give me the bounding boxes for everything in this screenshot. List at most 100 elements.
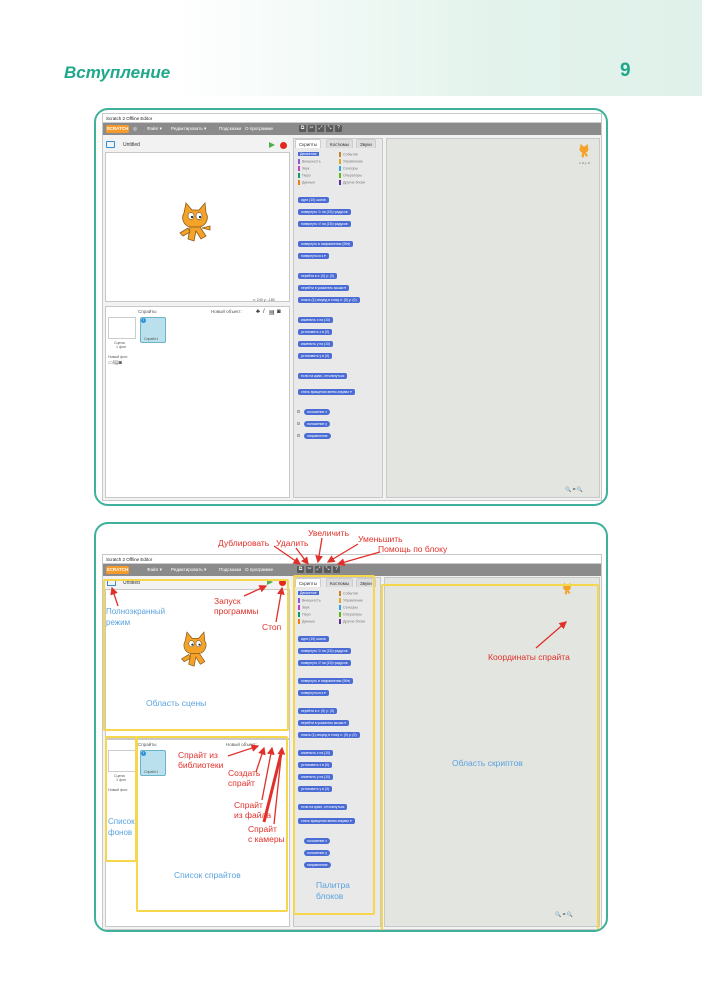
category-more-blocks[interactable]: Другие блоки: [339, 180, 365, 185]
reporter-y[interactable]: положение y: [304, 421, 330, 427]
category-operators[interactable]: Операторы: [339, 173, 362, 178]
reporter-x-2[interactable]: положение x: [304, 838, 330, 844]
help-icon[interactable]: ?: [335, 125, 342, 132]
tab-scripts[interactable]: Скрипты: [295, 139, 321, 148]
menu-about[interactable]: О программе: [245, 126, 274, 131]
menu-about-2[interactable]: О программе: [245, 567, 274, 572]
block-change-y-2[interactable]: изменить y на (10): [298, 774, 334, 780]
block-set-x[interactable]: установить x в (0): [298, 329, 332, 335]
project-name[interactable]: Untitled: [123, 142, 140, 148]
scripts-area-2[interactable]: 🔍 = 🔍: [384, 577, 600, 927]
upload-sprite-icon[interactable]: ▤: [269, 310, 275, 316]
category-operators-2[interactable]: Операторы: [339, 612, 362, 617]
block-go-to-xy[interactable]: перейти в x: (0) y: (0): [298, 273, 337, 279]
duplicate-icon[interactable]: ⧉: [299, 125, 306, 132]
block-change-y[interactable]: изменить y на (10): [298, 341, 334, 347]
category-events-2[interactable]: События: [339, 591, 358, 596]
green-flag-icon-2[interactable]: [267, 579, 273, 585]
info-icon-2[interactable]: i: [141, 751, 146, 756]
paint-sprite-icon[interactable]: /: [263, 309, 265, 315]
checkbox-x[interactable]: [297, 410, 300, 413]
block-change-x[interactable]: изменить x на (10): [298, 317, 334, 323]
block-set-x-2[interactable]: установить x в (0): [298, 762, 332, 768]
block-move-2[interactable]: идти (10) шагов: [298, 636, 329, 642]
checkbox-y[interactable]: [297, 422, 300, 425]
block-set-y[interactable]: установить y в (0): [298, 353, 332, 359]
category-motion-2[interactable]: Движение: [298, 591, 319, 595]
tab-sounds[interactable]: Звуки: [356, 139, 376, 148]
menu-tips[interactable]: Подсказки: [219, 126, 242, 131]
stop-icon-2[interactable]: [279, 579, 286, 586]
fullscreen-icon[interactable]: [106, 141, 115, 148]
block-rotation-style-2[interactable]: стиль вращения влево-вправо ▾: [298, 818, 355, 824]
reporter-y-2[interactable]: положение y: [304, 850, 330, 856]
block-turn-left[interactable]: повернуть ↺ на (15) градусов: [298, 221, 351, 227]
tab-costumes[interactable]: Костюмы: [326, 139, 354, 148]
block-turn-right-2[interactable]: повернуть ↻ на (15) градусов: [298, 648, 351, 654]
block-point-towards-2[interactable]: повернуться к ▾: [298, 690, 329, 696]
menu-tips-2[interactable]: Подсказки: [219, 567, 242, 572]
backdrop-icons[interactable]: ▭/▤◙: [108, 360, 122, 366]
block-go-to-2[interactable]: перейти в указатель мыши ▾: [298, 720, 349, 726]
stage-2[interactable]: [105, 589, 290, 739]
shrink-icon-2[interactable]: ⤡: [324, 566, 331, 573]
reporter-x[interactable]: положение x: [304, 409, 330, 415]
stop-icon[interactable]: [280, 142, 287, 149]
camera-sprite-icon[interactable]: ◙: [277, 309, 281, 315]
category-looks-2[interactable]: Внешность: [298, 598, 321, 603]
block-point-direction[interactable]: повернуть в направлении (90▾): [298, 241, 354, 247]
menu-file-2[interactable]: Файл ▾: [147, 567, 162, 572]
category-sensing-2[interactable]: Сенсоры: [339, 605, 358, 610]
block-rotation-style[interactable]: стиль вращения влево-вправо ▾: [298, 389, 355, 395]
zoom-controls[interactable]: 🔍 = 🔍: [565, 487, 584, 493]
delete-icon-2[interactable]: ✂: [306, 566, 313, 573]
block-point-towards[interactable]: повернуться к ▾: [298, 253, 329, 259]
project-name-2[interactable]: Untitled: [123, 580, 140, 586]
globe-icon[interactable]: ◎: [133, 126, 138, 131]
block-glide[interactable]: плыть (1) секунд в точку x: (0) y: (0): [298, 297, 360, 303]
category-looks[interactable]: Внешность: [298, 159, 321, 164]
category-pen-2[interactable]: Перо: [298, 612, 311, 617]
category-motion[interactable]: Движение: [298, 152, 319, 156]
green-flag-icon[interactable]: [269, 142, 275, 148]
help-icon-2[interactable]: ?: [333, 566, 340, 573]
block-bounce[interactable]: если на краю, оттолкнуться: [298, 373, 348, 379]
block-set-y-2[interactable]: установить y в (0): [298, 786, 332, 792]
block-change-x-2[interactable]: изменить x на (10): [298, 750, 334, 756]
reporter-direction[interactable]: направление: [304, 433, 331, 439]
reporter-direction-2[interactable]: направление: [304, 862, 331, 868]
category-pen[interactable]: Перо: [298, 173, 311, 178]
category-control-2[interactable]: Управление: [339, 598, 363, 603]
category-control[interactable]: Управление: [339, 159, 363, 164]
category-sound[interactable]: Звук: [298, 166, 309, 171]
tab-sounds-2[interactable]: Звуки: [356, 578, 376, 587]
block-turn-left-2[interactable]: повернуть ↺ на (15) градусов: [298, 660, 351, 666]
menu-edit-2[interactable]: Редактировать ▾: [171, 567, 207, 572]
stage[interactable]: [105, 152, 290, 302]
category-data-2[interactable]: Данные: [298, 619, 315, 624]
block-move[interactable]: идти (10) шагов: [298, 197, 329, 203]
info-icon[interactable]: i: [141, 318, 146, 323]
checkbox-direction[interactable]: [297, 434, 300, 437]
tab-costumes-2[interactable]: Костюмы: [326, 578, 354, 587]
grow-icon[interactable]: ⤢: [317, 125, 324, 132]
category-sound-2[interactable]: Звук: [298, 605, 309, 610]
category-more-blocks-2[interactable]: Другие блоки: [339, 619, 365, 624]
menu-file[interactable]: Файл ▾: [147, 126, 162, 131]
sprite-library-icon[interactable]: ♣: [256, 309, 260, 315]
block-point-direction-2[interactable]: повернуть в направлении (90▾): [298, 678, 354, 684]
block-turn-right[interactable]: повернуть ↻ на (15) градусов: [298, 209, 351, 215]
menu-edit[interactable]: Редактировать ▾: [171, 126, 207, 131]
category-events[interactable]: События: [339, 152, 358, 157]
delete-icon[interactable]: ✂: [308, 125, 315, 132]
block-glide-2[interactable]: плыть (1) секунд в точку x: (0) y: (0): [298, 732, 360, 738]
block-bounce-2[interactable]: если на краю, оттолкнуться: [298, 804, 348, 810]
block-go-to[interactable]: перейти в указатель мыши ▾: [298, 285, 349, 291]
duplicate-icon-2[interactable]: ⧉: [297, 566, 304, 573]
category-sensing[interactable]: Сенсоры: [339, 166, 358, 171]
tab-scripts-2[interactable]: Скрипты: [295, 578, 321, 587]
scripts-area[interactable]: x: 0 y: 0 🔍 = 🔍: [386, 138, 600, 498]
stage-thumb[interactable]: [108, 317, 136, 339]
block-go-to-xy-2[interactable]: перейти в x: (0) y: (0): [298, 708, 337, 714]
category-data[interactable]: Данные: [298, 180, 315, 185]
